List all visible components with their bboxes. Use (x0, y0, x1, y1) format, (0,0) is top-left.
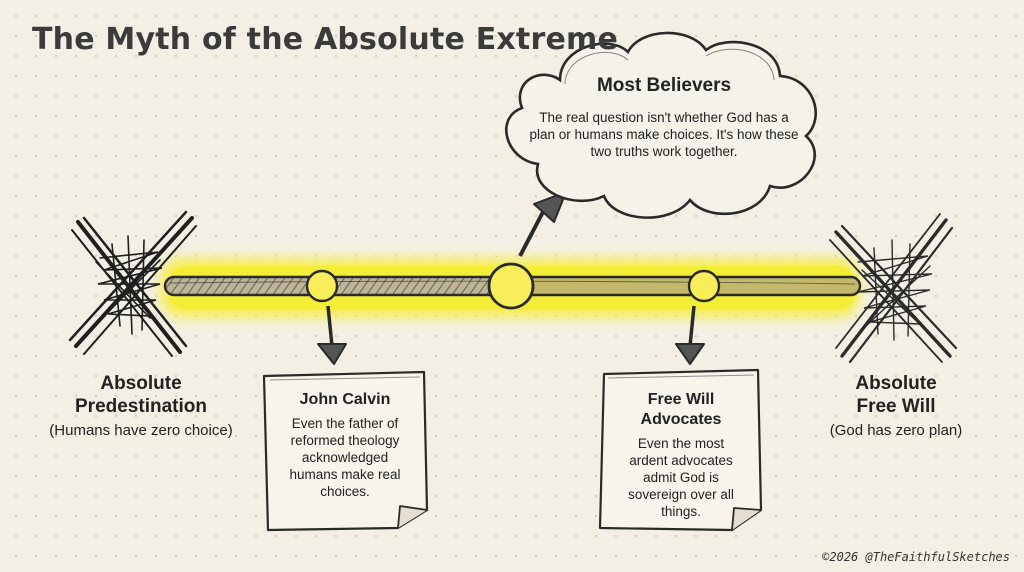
spectrum-bar-right (508, 275, 862, 297)
node-center (487, 262, 535, 310)
arrow-down-icon (317, 305, 347, 365)
right-extreme-title-line1: Absolute (855, 373, 937, 394)
copyright-text: ©2026 @TheFaithfulSketches (822, 550, 1010, 564)
right-extreme-label: Absolute Free Will (God has zero plan) (808, 372, 984, 442)
freewill-title: Free Will Advocates (640, 391, 722, 428)
left-extreme-label: Absolute Predestination (Humans have zer… (36, 372, 246, 442)
cloud-title: Most Believers (596, 75, 732, 96)
spectrum-bar-left (163, 275, 517, 297)
page-title: The Myth of the Absolute Extreme (32, 22, 619, 57)
note-card-calvin (262, 370, 429, 532)
calvin-text: Even the father of reformed theology ack… (289, 416, 401, 499)
arrow-down-icon (675, 305, 705, 365)
node-calvin (305, 269, 339, 303)
freewill-text: Even the most ardent advocates admit God… (628, 436, 734, 519)
left-extreme-title-line2: Predestination (75, 396, 207, 417)
freewill-note-content: Free Will Advocates Even the most ardent… (606, 380, 756, 530)
calvin-title: John Calvin (299, 391, 391, 408)
note-card-freewill (598, 368, 763, 532)
calvin-note-content: John Calvin Even the father of reformed … (268, 380, 422, 510)
right-extreme-note: (God has zero plan) (829, 422, 963, 439)
cloud-text: The real question isn't whether God has … (529, 110, 799, 159)
arrow-up-right-icon (518, 191, 567, 257)
thought-cloud (505, 31, 817, 219)
cloud-content: Most Believers The real question isn't w… (526, 74, 802, 160)
scribbled-x-icon (829, 213, 958, 364)
right-extreme-title-line2: Free Will (856, 396, 936, 417)
scribbled-x-icon (68, 210, 197, 357)
left-extreme-title-line1: Absolute (100, 373, 182, 394)
left-extreme-note: (Humans have zero choice) (49, 422, 233, 439)
node-freewill (687, 269, 721, 303)
